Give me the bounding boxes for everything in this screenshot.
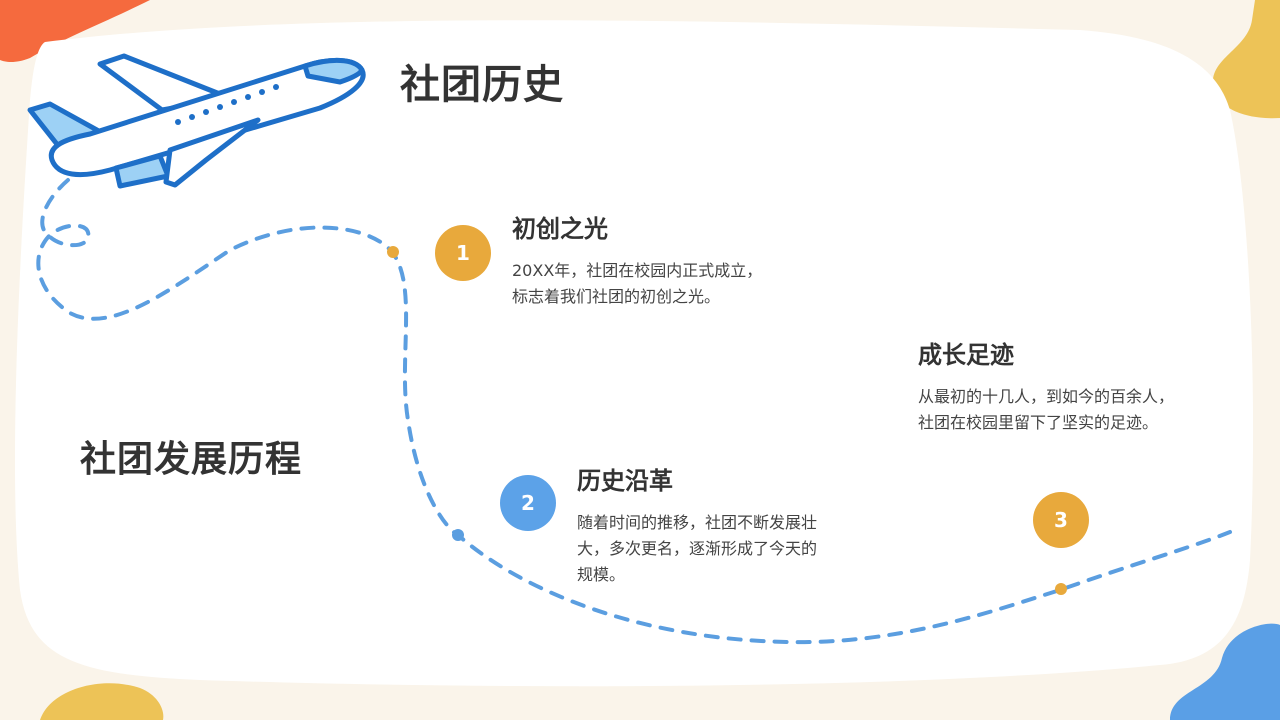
step-2: 历史沿革 随着时间的推移，社团不断发展壮大，多次更名，逐渐形成了今天的规模。 xyxy=(577,461,877,588)
step-badge-3: 3 xyxy=(1033,492,1089,548)
step-description: 从最初的十几人，到如今的百余人，社团在校园里留下了坚实的足迹。 xyxy=(918,387,1175,432)
page-title: 社团历史 xyxy=(400,62,564,108)
step-number: 3 xyxy=(1054,508,1068,532)
path-dot-2 xyxy=(452,529,464,541)
step-description: 随着时间的推移，社团不断发展壮大，多次更名，逐渐形成了今天的规模。 xyxy=(577,513,818,584)
dashed-flight-path xyxy=(36,178,1232,645)
step-title: 初创之光 xyxy=(512,215,608,243)
yellow-blob-bottom-left xyxy=(40,683,164,720)
step-number: 2 xyxy=(521,491,535,515)
step-badge-1: 1 xyxy=(435,225,491,281)
step-number: 1 xyxy=(456,241,470,265)
content-panel xyxy=(14,20,1254,687)
step-title: 历史沿革 xyxy=(577,467,673,495)
airplane-icon xyxy=(27,53,366,189)
path-dot-1 xyxy=(387,246,399,258)
yellow-blob-top-right xyxy=(1212,0,1280,119)
step-1: 初创之光 20XX年，社团在校园内正式成立，标志着我们社团的初创之光。 xyxy=(512,209,842,310)
step-title: 成长足迹 xyxy=(918,341,1014,369)
step-3: 成长足迹 从最初的十几人，到如今的百余人，社团在校园里留下了坚实的足迹。 xyxy=(918,335,1248,436)
path-dot-3 xyxy=(1055,583,1067,595)
step-badge-2: 2 xyxy=(500,475,556,531)
blue-blob xyxy=(1170,623,1280,720)
step-description: 20XX年，社团在校园内正式成立，标志着我们社团的初创之光。 xyxy=(512,261,763,306)
orange-blob xyxy=(0,0,150,62)
section-subtitle: 社团发展历程 xyxy=(80,439,303,480)
